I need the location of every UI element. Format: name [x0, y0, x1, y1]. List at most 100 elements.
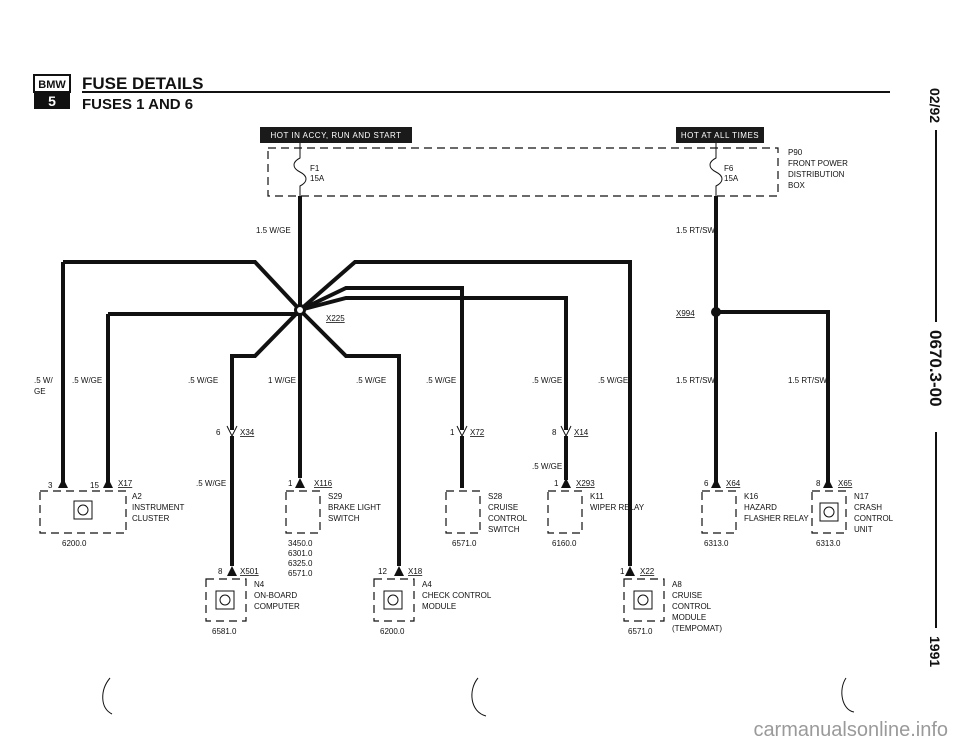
svg-text:6160.0: 6160.0 [552, 539, 577, 548]
svg-text:CLUSTER: CLUSTER [132, 514, 170, 523]
svg-text:X17: X17 [118, 479, 133, 488]
svg-text:A2: A2 [132, 492, 142, 501]
svg-text:MODULE: MODULE [672, 613, 706, 622]
svg-text:S28: S28 [488, 492, 503, 501]
svg-text:12: 12 [378, 567, 387, 576]
svg-text:1: 1 [554, 479, 559, 488]
svg-text:6313.0: 6313.0 [816, 539, 841, 548]
component-k16: 6 X64 K16 HAZARD FLASHER RELAY 6313.0 [701, 478, 809, 548]
svg-text:A8: A8 [672, 580, 682, 589]
splice-x994: X994 [676, 309, 695, 318]
svg-text:1: 1 [288, 479, 293, 488]
scan-mark [841, 677, 855, 713]
component-s28: S28 CRUISE CONTROL SWITCH 6571.0 [445, 490, 528, 548]
component-a4: 12 X18 A4 CHECK CONTROL MODULE 6200.0 [373, 566, 492, 636]
svg-text:ON-BOARD: ON-BOARD [254, 591, 297, 600]
component-a2: 3 15 X17 A2 INSTRUMENT CLUSTER 6200.0 [39, 478, 185, 548]
svg-text:X14: X14 [574, 428, 589, 437]
hot-in-accy-bar [260, 127, 412, 143]
svg-text:MODULE: MODULE [422, 602, 456, 611]
svg-text:15: 15 [90, 481, 99, 490]
svg-text:X72: X72 [470, 428, 485, 437]
svg-text:X22: X22 [640, 567, 655, 576]
svg-text:8: 8 [552, 428, 557, 437]
component-k11: 1 X293 K11 WIPER RELAY 6160.0 [547, 478, 645, 548]
svg-text:INSTRUMENT: INSTRUMENT [132, 503, 185, 512]
svg-text:6571.0: 6571.0 [452, 539, 477, 548]
svg-text:CRASH: CRASH [854, 503, 882, 512]
svg-text:8: 8 [218, 567, 223, 576]
svg-text:1: 1 [620, 567, 625, 576]
svg-text:FRONT POWER: FRONT POWER [788, 159, 848, 168]
fuse-box-outline [267, 147, 779, 197]
hot-in-accy-label: HOT IN ACCY, RUN AND START [270, 131, 401, 140]
svg-text:K16: K16 [744, 492, 759, 501]
fuse-f1-name: F1 [310, 164, 320, 173]
svg-text:1 W/GE: 1 W/GE [268, 376, 296, 385]
svg-text:.5 W/GE: .5 W/GE [426, 376, 456, 385]
svg-text:6571.0: 6571.0 [628, 627, 653, 636]
component-n17: 8 X65 N17 CRASH CONTROL UNIT 6313.0 [811, 478, 894, 548]
svg-text:SWITCH: SWITCH [328, 514, 360, 523]
logo-top-text: BMW [38, 79, 66, 91]
svg-text:X501: X501 [240, 567, 259, 576]
connector-x34: 6 X34 [216, 425, 255, 438]
svg-text:6200.0: 6200.0 [380, 627, 405, 636]
hot-at-all-times-label: HOT AT ALL TIMES [681, 131, 759, 140]
wire-network [61, 196, 830, 566]
side-date: 02/92 [927, 88, 943, 123]
svg-text:.5 W/GE: .5 W/GE [188, 376, 218, 385]
svg-text:1.5 RT/SW: 1.5 RT/SW [788, 376, 827, 385]
svg-text:X65: X65 [838, 479, 853, 488]
component-a8: 1 X22 A8 CRUISE CONTROL MODULE (TEMPOMAT… [620, 566, 722, 636]
svg-text:1: 1 [450, 428, 455, 437]
fuse-f6-name: F6 [724, 164, 734, 173]
svg-text:1.5 RT/SW: 1.5 RT/SW [676, 376, 715, 385]
svg-text:DISTRIBUTION: DISTRIBUTION [788, 170, 845, 179]
svg-text:6: 6 [216, 428, 221, 437]
svg-text:6301.0: 6301.0 [288, 549, 313, 558]
svg-text:GE: GE [34, 387, 46, 396]
svg-text:HAZARD: HAZARD [744, 503, 777, 512]
watermark: carmanualsonline.info [753, 719, 948, 741]
svg-text:.5 W/GE: .5 W/GE [532, 462, 562, 471]
svg-text:CONTROL: CONTROL [488, 514, 528, 523]
logo-bottom-text: 5 [48, 93, 56, 109]
component-n4: 8 X501 N4 ON-BOARD COMPUTER 6581.0 [205, 566, 300, 636]
svg-text:N17: N17 [854, 492, 869, 501]
svg-text:COMPUTER: COMPUTER [254, 602, 300, 611]
svg-text:CRUISE: CRUISE [672, 591, 702, 600]
wire-labels: .5 W/ GE .5 W/GE .5 W/GE 1 W/GE .5 W/GE … [34, 376, 827, 488]
svg-text:S29: S29 [328, 492, 343, 501]
svg-text:6571.0: 6571.0 [288, 569, 313, 578]
scan-mark [102, 677, 113, 715]
svg-text:X64: X64 [726, 479, 741, 488]
svg-text:.5 W/GE: .5 W/GE [356, 376, 386, 385]
svg-text:X116: X116 [314, 479, 333, 488]
fuse-box-label: P90 FRONT POWER DISTRIBUTION BOX [788, 148, 848, 190]
svg-text:.5 W/GE: .5 W/GE [532, 376, 562, 385]
svg-text:3450.0: 3450.0 [288, 539, 313, 548]
svg-text:6200.0: 6200.0 [62, 539, 87, 548]
fuse-f1-rating: 15A [310, 174, 325, 183]
svg-text:CONTROL: CONTROL [854, 514, 894, 523]
svg-text:8: 8 [816, 479, 821, 488]
hot-at-all-times-bar [676, 127, 764, 143]
svg-text:.5 W/GE: .5 W/GE [598, 376, 628, 385]
svg-text:6313.0: 6313.0 [704, 539, 729, 548]
side-margin: 02/92 0670.3-00 1991 [926, 88, 945, 667]
svg-text:UNIT: UNIT [854, 525, 873, 534]
wire-main-right-label: 1.5 RT/SW [676, 226, 715, 235]
fuse-f6-rating: 15A [724, 174, 739, 183]
svg-text:6325.0: 6325.0 [288, 559, 313, 568]
svg-text:WIPER RELAY: WIPER RELAY [590, 503, 645, 512]
connector-x14: 8 X14 [552, 425, 589, 438]
svg-text:BRAKE LIGHT: BRAKE LIGHT [328, 503, 381, 512]
connector-x72: 1 X72 [450, 425, 485, 438]
svg-text:FLASHER RELAY: FLASHER RELAY [744, 514, 809, 523]
svg-text:6: 6 [704, 479, 709, 488]
svg-text:X18: X18 [408, 567, 423, 576]
bmw-logo: BMW 5 [33, 74, 71, 109]
